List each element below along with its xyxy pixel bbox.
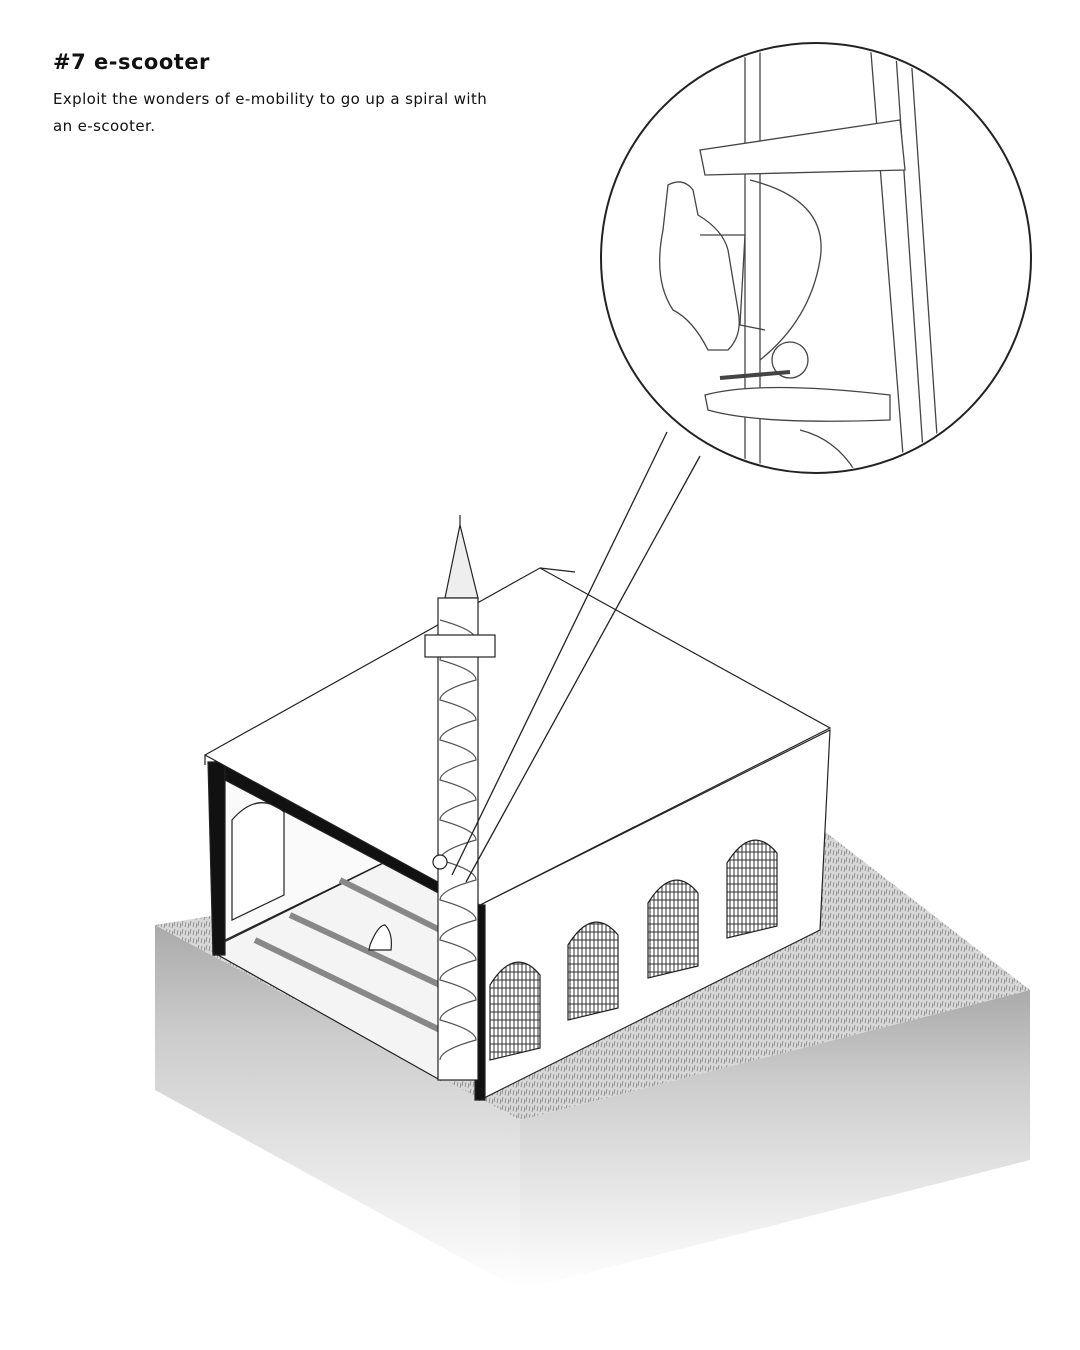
window [726,839,778,939]
minaret-outer-wall [869,45,941,471]
soil-right-face [520,990,1030,1290]
minaret-balcony [424,634,496,658]
windows [489,839,778,1061]
scooter-deck [719,370,791,380]
minaret-shaft [437,597,479,1081]
roof [203,567,832,906]
kneeling-figure [368,924,392,951]
window [489,961,541,1061]
soil-left-face [155,925,520,1290]
spiral-stair [439,619,477,1061]
callout-line [451,431,668,876]
window [647,879,699,979]
scooter-stem [700,234,766,331]
rider-figure [659,181,740,351]
mosque-building [203,567,832,1101]
spiral-edge-lower [799,429,861,471]
roof-ridge [539,567,576,573]
scooter-wheel [771,341,809,379]
page-title: #7 e-scooter [53,50,210,74]
spiral-edge [749,179,822,361]
window [567,921,619,1021]
interior-window [231,802,285,921]
stair-landing [704,386,891,422]
scooter-rider-small [432,854,448,870]
minaret [424,515,496,1081]
stair-step [699,119,906,176]
detail-callout-circle [600,42,1032,474]
callout-line [465,455,701,883]
minaret-spire [444,524,479,599]
page-description: Exploit the wonders of e-mobility to go … [53,90,488,135]
prayer-rugs [253,877,442,1033]
